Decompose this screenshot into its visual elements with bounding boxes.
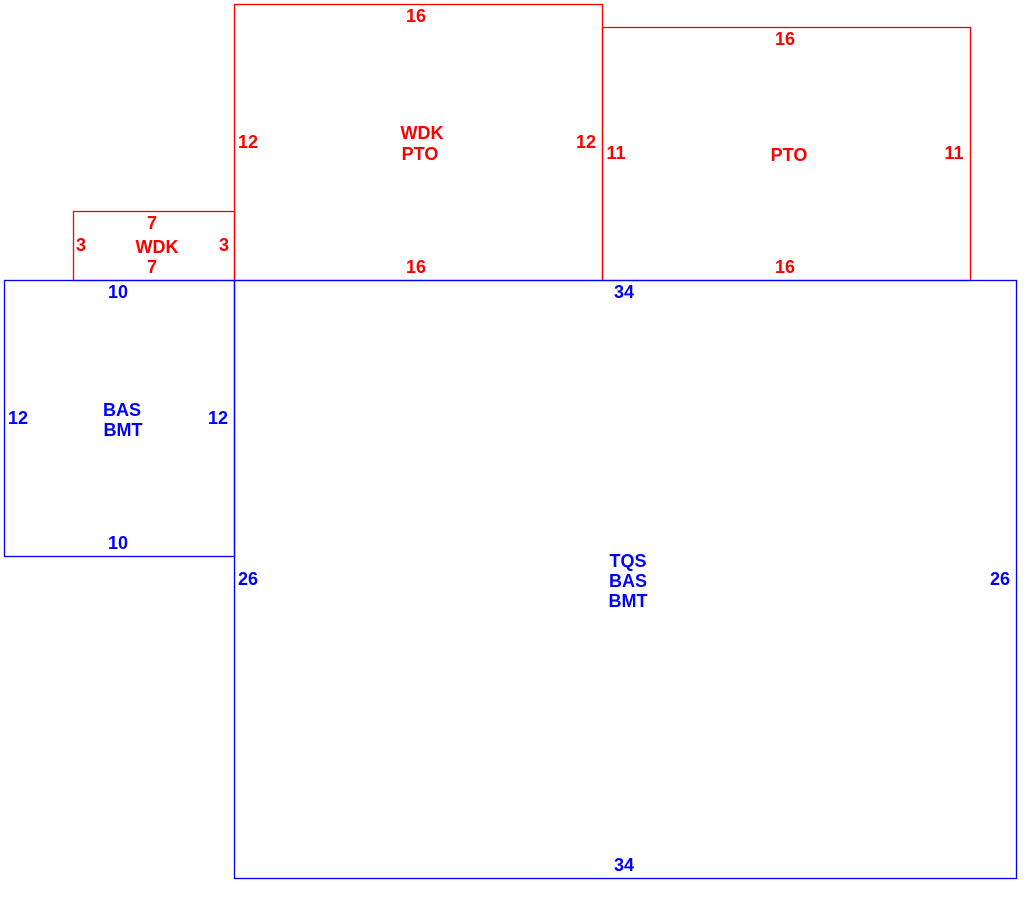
- dimension-bottom: 34: [614, 855, 634, 875]
- dimension-top: 16: [775, 29, 795, 49]
- area-code: BAS: [103, 400, 141, 420]
- dimension-top: 7: [147, 213, 157, 233]
- dimension-right: 3: [219, 235, 229, 255]
- area-wdk-small: 7 7 3 3 WDK: [72, 210, 236, 282]
- dimension-bottom: 10: [108, 533, 128, 553]
- area-code: BMT: [609, 591, 648, 611]
- area-code: BAS: [609, 571, 647, 591]
- area-bas-bmt: 10 10 12 12 BAS BMT: [3, 279, 236, 558]
- area-tqs-bas-bmt: 34 34 26 26 TQS BAS BMT: [233, 279, 1018, 880]
- dimension-top: 34: [614, 282, 634, 302]
- area-outline: [233, 279, 1018, 880]
- area-code: TQS: [609, 551, 646, 571]
- dimension-top: 10: [108, 282, 128, 302]
- area-wdk-pto: 16 16 12 12 WDK PTO: [233, 3, 604, 282]
- area-code: PTO: [771, 145, 808, 165]
- dimension-left: 12: [8, 408, 28, 428]
- dimension-right: 12: [576, 132, 596, 152]
- dimension-bottom: 16: [406, 257, 426, 277]
- dimension-left: 11: [606, 143, 625, 163]
- dimension-bottom: 7: [147, 257, 157, 277]
- area-pto: 16 16 11 11 PTO: [601, 26, 972, 282]
- dimension-bottom: 16: [775, 257, 795, 277]
- area-code: PTO: [402, 144, 439, 164]
- dimension-right: 12: [208, 408, 228, 428]
- area-code: WDK: [401, 123, 444, 143]
- dimension-left: 12: [238, 132, 258, 152]
- dimension-left: 26: [238, 569, 258, 589]
- area-code: BMT: [104, 420, 143, 440]
- area-code: WDK: [136, 237, 179, 257]
- dimension-left: 3: [76, 235, 86, 255]
- dimension-top: 16: [406, 6, 426, 26]
- dimension-right: 11: [944, 143, 963, 163]
- dimension-right: 26: [990, 569, 1010, 589]
